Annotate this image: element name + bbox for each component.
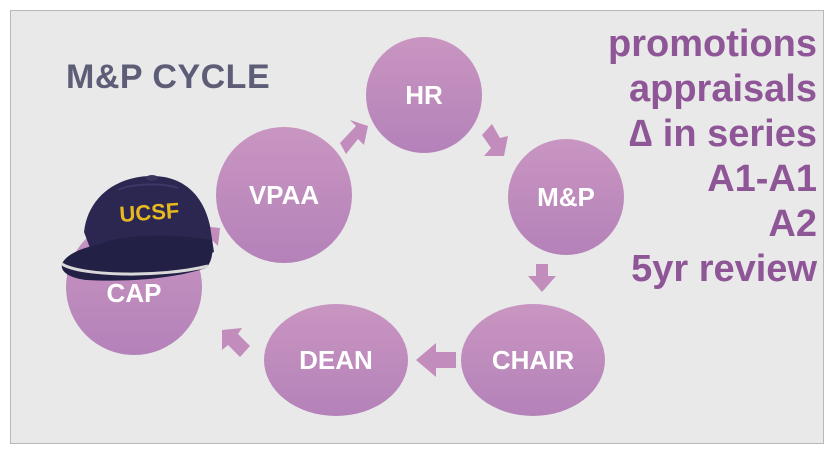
node-hr-label: HR (405, 80, 443, 110)
side-list-item: A1-A1 (707, 158, 817, 200)
arrow-mp-to-chair (528, 264, 556, 292)
arrow-hr-to-mp (482, 124, 508, 156)
side-list-item: promotions (608, 23, 817, 65)
side-list-item: appraisals (629, 68, 817, 110)
side-list-item: ∆ in series (628, 113, 817, 155)
node-hr: HR (366, 37, 482, 153)
node-mp-label: M&P (537, 182, 595, 212)
hat-logo-text: UCSF (119, 198, 180, 227)
arrow-chair-to-dean (416, 343, 456, 377)
side-list-item: 5yr review (631, 248, 817, 290)
arrow-vpaa-to-hr (340, 120, 368, 154)
node-chair-label: CHAIR (492, 345, 575, 375)
node-mp: M&P (508, 139, 624, 255)
node-cap-label: CAP (107, 278, 162, 308)
page-title: M&P CYCLE (66, 58, 271, 96)
node-vpaa: VPAA (216, 127, 352, 263)
side-list: promotions appraisals ∆ in series A1-A1 … (608, 22, 817, 292)
side-list-item: A2 (768, 203, 817, 245)
arrow-dean-to-cap (222, 328, 250, 357)
node-chair: CHAIR (461, 304, 605, 416)
node-dean-label: DEAN (299, 345, 373, 375)
node-dean: DEAN (264, 304, 408, 416)
node-vpaa-label: VPAA (249, 180, 320, 210)
ucsf-cap-image: UCSF (61, 175, 214, 281)
